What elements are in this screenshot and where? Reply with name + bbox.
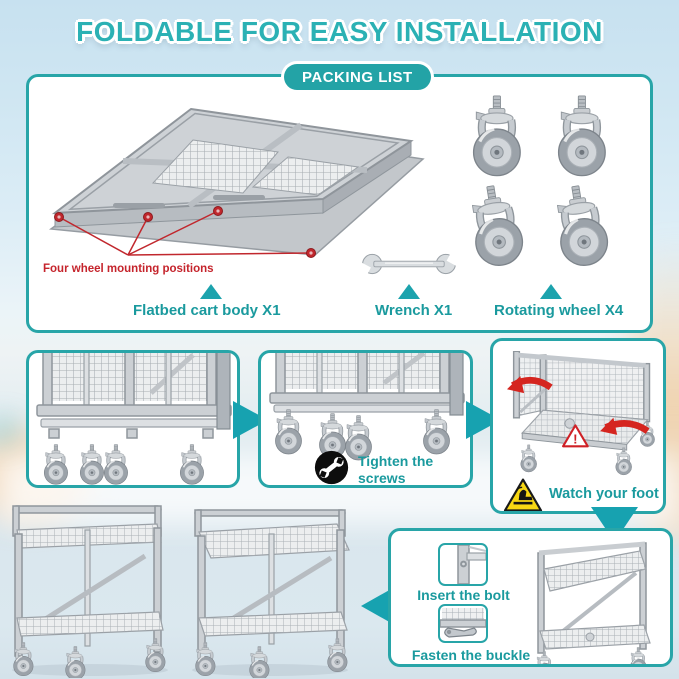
rotate-arrow-icon — [600, 417, 650, 435]
packing-list-badge: PACKING LIST — [284, 64, 431, 90]
packing-list-panel: PACKING LIST — [26, 64, 653, 333]
svg-text:!: ! — [573, 431, 577, 446]
caster-wheel-image — [544, 181, 619, 276]
step1-attach-wheels-panel — [26, 350, 240, 488]
step2-note: Tighten the screws with a wrench — [358, 453, 470, 488]
alert-triangle-icon: ! — [562, 424, 589, 448]
background-teal-smudge — [0, 420, 14, 442]
half-folded-cart-image — [534, 541, 651, 664]
warning-foot-icon — [503, 478, 543, 511]
caster-wheel-image — [550, 95, 612, 181]
rotate-arrow-icon — [507, 376, 553, 394]
step4-lock-panel: Insert the bolt Fasten the buckle — [388, 528, 673, 667]
step2-tighten-screws-panel: Tighten the screws with a wrench — [258, 350, 473, 488]
item-label-flatbed: Flatbed cart body X1 — [133, 302, 281, 319]
step3-unfold-panel: ! Watch your foot — [490, 338, 666, 514]
pointer-triangle-icon — [540, 284, 562, 299]
pointer-triangle-icon — [398, 284, 420, 299]
page-title: FOLDABLE FOR EASY INSTALLATION — [76, 16, 603, 47]
flatbed-cart-folded-image — [48, 107, 425, 258]
bolt-detail-inset — [438, 543, 488, 586]
caster-wheel-image — [459, 181, 534, 276]
insert-bolt-label: Insert the bolt — [417, 587, 510, 603]
fasten-buckle-label: Fasten the buckle — [411, 647, 531, 663]
buckle-detail-image — [440, 608, 486, 638]
wrench-image — [361, 251, 457, 277]
step2-note-line1: Tighten the screws — [358, 453, 434, 486]
bolt-detail-image — [457, 545, 486, 584]
folded-cart-with-wheels-image — [269, 353, 465, 465]
finished-cart-image — [192, 509, 350, 678]
item-label-wrench: Wrench X1 — [375, 302, 453, 319]
finished-cart-image — [11, 505, 168, 678]
buckle-detail-inset — [438, 604, 488, 643]
step3-warning-text: Watch your foot — [549, 486, 659, 502]
caster-wheel-image — [465, 95, 527, 181]
item-label-wheels: Rotating wheel X4 — [494, 302, 624, 319]
step2-note-line2: with a wrench — [358, 486, 451, 488]
wheel-mount-annotation — [58, 210, 312, 256]
unfolding-cart-image: ! — [507, 351, 656, 477]
folded-cart-with-loose-wheels-image — [36, 353, 232, 488]
pointer-triangle-icon — [200, 284, 222, 299]
wheel-mount-note: Four wheel mounting positions — [43, 263, 214, 275]
wrench-icon — [314, 450, 349, 485]
